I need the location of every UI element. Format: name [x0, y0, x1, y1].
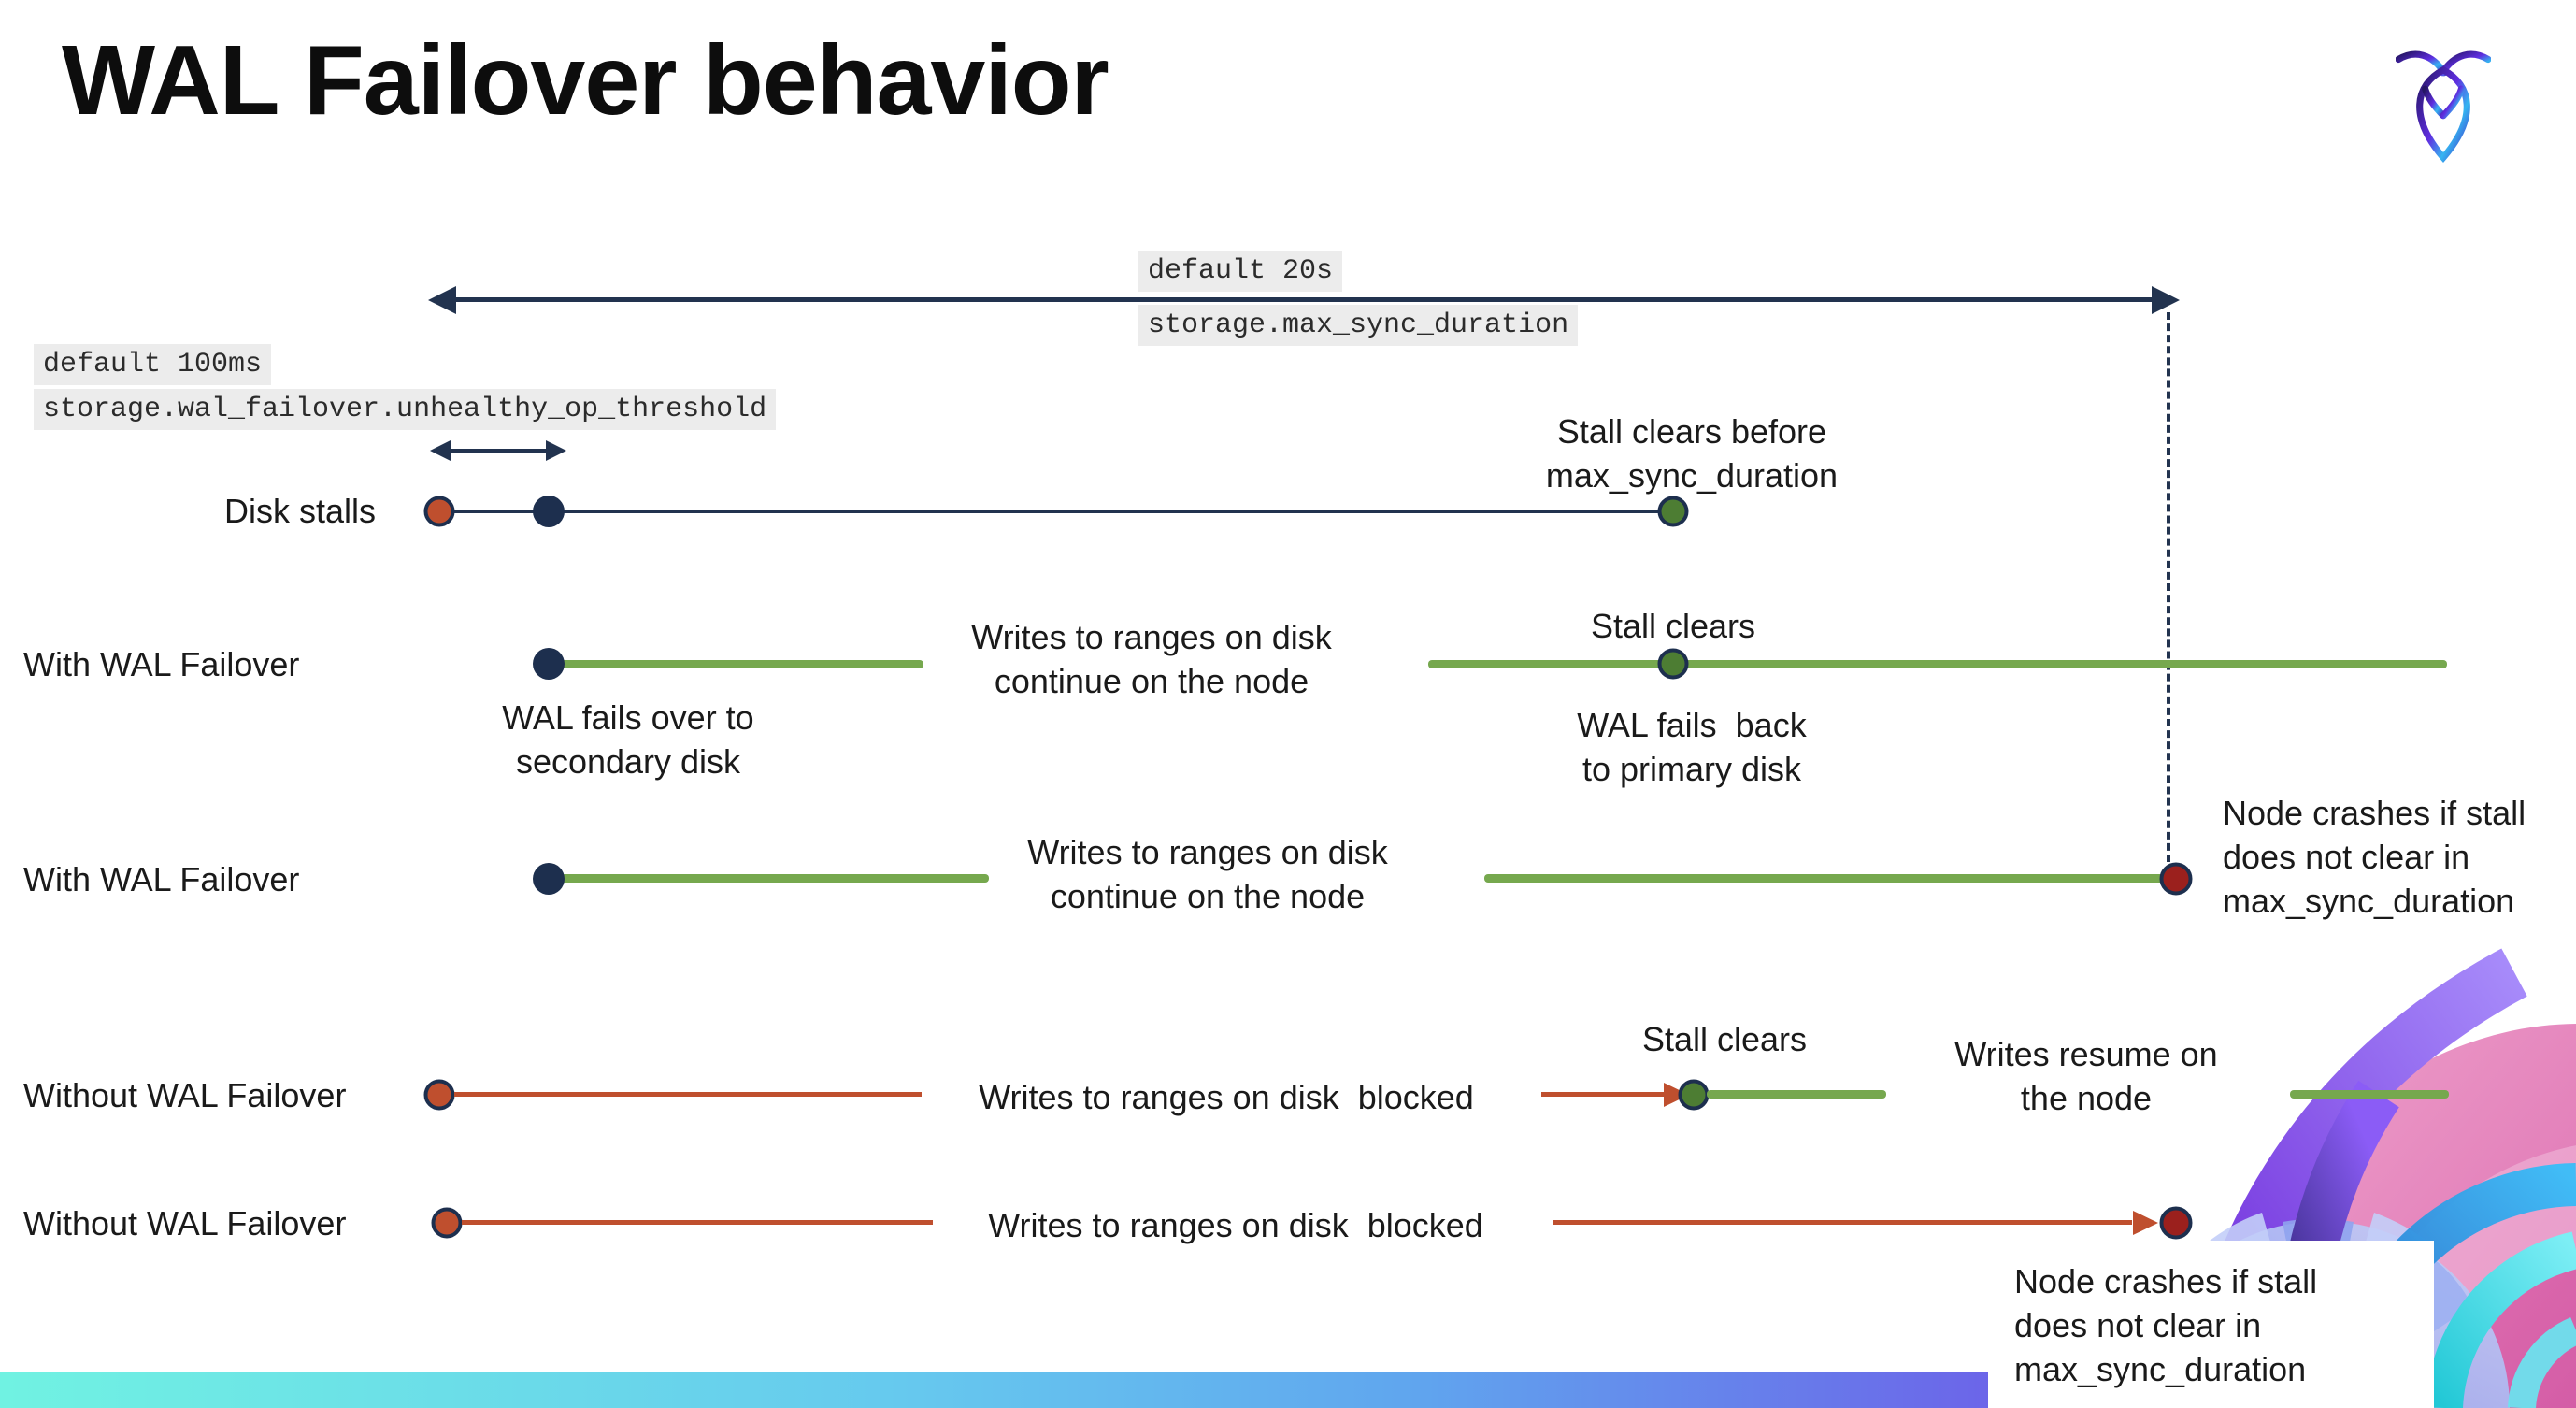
- max-sync-default-label: default 20s: [1138, 251, 1343, 292]
- failback-note: WAL fails back to primary disk: [1577, 706, 1807, 789]
- logo-arm-left: [2422, 85, 2447, 120]
- stall-start-dot: [423, 496, 455, 527]
- stall-clears-dot: [1657, 648, 1689, 680]
- disk-stall-timeline: [439, 510, 1668, 513]
- writes-continue-line: [1428, 660, 2447, 668]
- arrowhead-left-icon: [430, 440, 451, 461]
- page-title: WAL Failover behavior: [62, 25, 1109, 136]
- node-crash-dot: [2159, 862, 2193, 896]
- writes-blocked-note: Writes to ranges on disk blocked: [988, 1206, 1483, 1244]
- writes-blocked-note: Writes to ranges on disk blocked: [979, 1078, 1474, 1116]
- arrowhead-right-icon: [2152, 286, 2180, 314]
- max-sync-duration-span-arrow: [443, 297, 2165, 302]
- stall-clears-before-note: Stall clears before max_sync_duration: [1545, 412, 1839, 496]
- stall-clears-dot: [1678, 1079, 1710, 1111]
- unhealthy-op-span-arrow: [445, 449, 551, 453]
- writes-resume-line: [1707, 1090, 1886, 1099]
- writes-resume-note: Writes resume on the node: [1954, 1035, 2218, 1118]
- max-sync-timeout-dashed-line: [2167, 312, 2170, 862]
- unhealthy-op-default-label: default 100ms: [34, 344, 272, 385]
- writes-continue-note: Writes to ranges on disk continue on the…: [1027, 833, 1388, 916]
- writes-continue-line: [1484, 874, 2165, 883]
- stall-clears-note: Stall clears: [1590, 607, 1756, 645]
- writes-continue-note: Writes to ranges on disk continue on the…: [971, 618, 1332, 701]
- stall-start-dot: [431, 1207, 463, 1239]
- node-crash-info-box: Node crashes if stall does not clear in …: [1988, 1241, 2434, 1408]
- writes-resume-line: [2290, 1090, 2449, 1099]
- failover-note: WAL fails over to secondary disk: [502, 698, 754, 782]
- cyan-arc-small: [2508, 1317, 2576, 1408]
- failover-dot: [533, 863, 565, 895]
- writes-blocked-line: [454, 1092, 922, 1097]
- logo-arm-right: [2440, 85, 2465, 120]
- unhealthy-op-setting-label: storage.wal_failover.unhealthy_op_thresh…: [34, 389, 777, 430]
- row-label-without-wal-failover: Without WAL Failover: [23, 1204, 347, 1243]
- stall-clears-dot: [1657, 496, 1689, 527]
- red-arrowhead-icon: [2133, 1211, 2158, 1235]
- node-crash-note: Node crashes if stall does not clear in …: [2014, 1262, 2318, 1389]
- cockroachdb-logo-icon: [2396, 50, 2491, 164]
- writes-blocked-arrow-line: [1541, 1092, 1664, 1097]
- row-label-with-wal-failover: With WAL Failover: [23, 645, 300, 683]
- stall-start-dot: [423, 1079, 455, 1111]
- node-crash-dot: [2159, 1206, 2193, 1240]
- writes-blocked-arrow-line: [1553, 1220, 2132, 1225]
- writes-continue-line: [561, 660, 923, 668]
- writes-continue-line: [561, 874, 989, 883]
- arrowhead-left-icon: [428, 286, 456, 314]
- max-sync-setting-label: storage.max_sync_duration: [1138, 305, 1579, 346]
- cyan-arc: [2426, 1231, 2576, 1408]
- failover-dot: [533, 648, 565, 680]
- row-label-without-wal-failover: Without WAL Failover: [23, 1076, 347, 1114]
- stall-clears-note: Stall clears: [1641, 1020, 1808, 1058]
- node-crash-note: Node crashes if stall does not clear in …: [2223, 794, 2526, 921]
- threshold-dot: [533, 496, 565, 527]
- row-label-with-wal-failover: With WAL Failover: [23, 860, 300, 898]
- row-label-disk-stalls: Disk stalls: [224, 492, 377, 530]
- writes-blocked-line: [462, 1220, 933, 1225]
- arrowhead-right-icon: [546, 440, 566, 461]
